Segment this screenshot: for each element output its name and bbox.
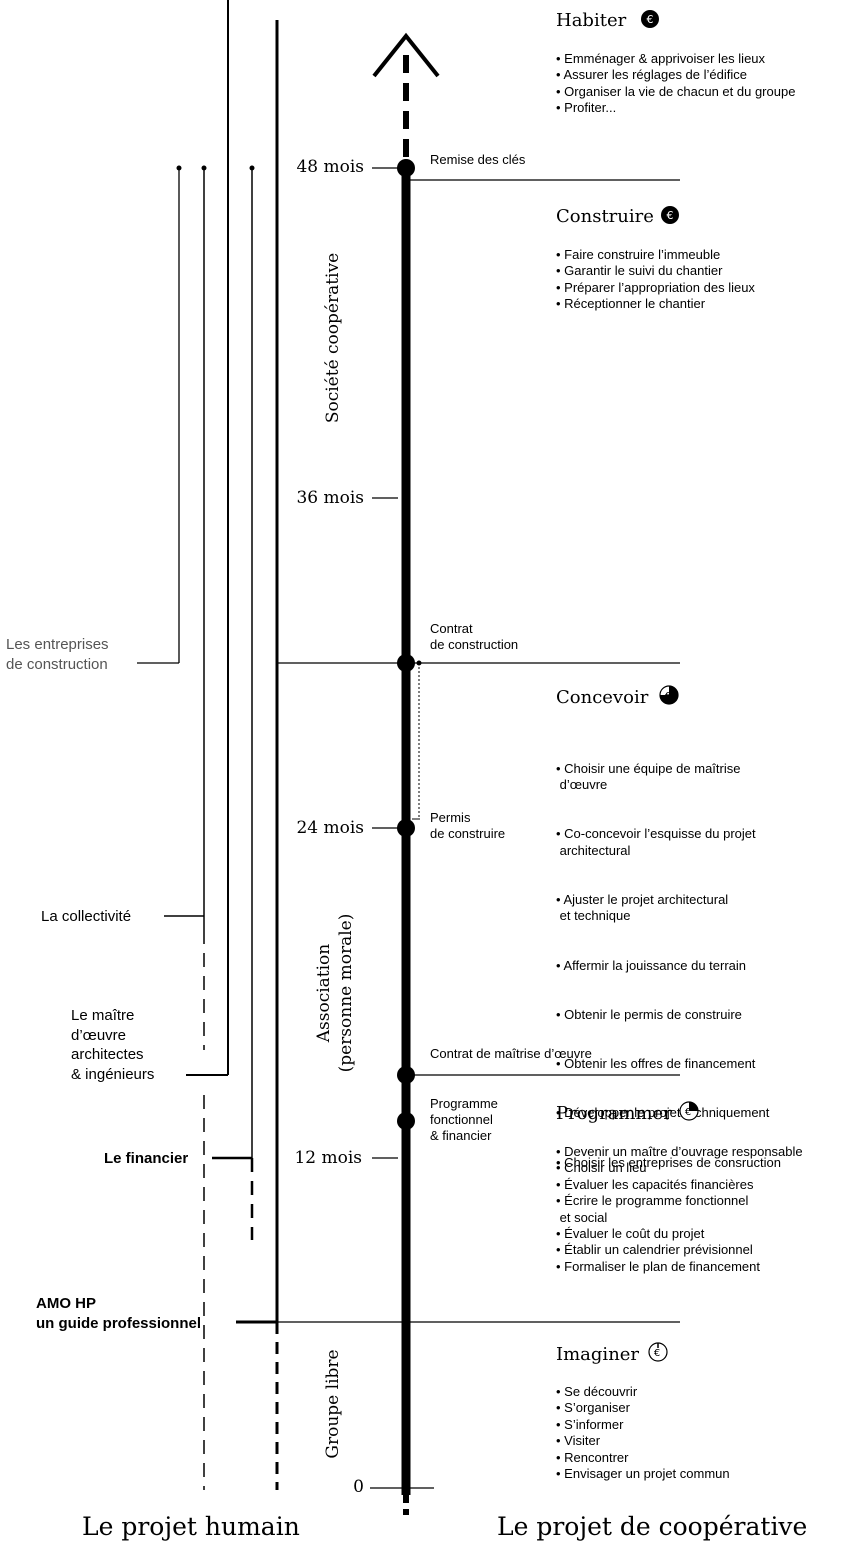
dot-remise [397,159,415,177]
svg-text:€: € [654,1348,660,1359]
actor-amo: AMO HP un guide professionnel [36,1295,202,1332]
milestone-remise: Remise des clés [430,152,526,167]
actor-collectivite: La collectivité [41,908,132,925]
list-item: • Envisager un projet commun [556,1466,730,1482]
phase-list-concevoir: • Choisir une équipe de maîtrise d’œuvre… [556,728,781,1204]
list-item: • Affermir la jouissance du terrain [556,957,747,973]
phase-title-construire: Construire [556,206,654,227]
euro-quarter-icon: € [679,1101,699,1121]
list-item: • Choisir les entreprises de consruction [556,1154,781,1170]
euro-outline-icon: € [648,1342,668,1362]
list-item: • Se découvrir [556,1384,638,1399]
milestone-permis: Permis de construire [430,810,506,841]
svg-text:€: € [647,13,654,26]
phase-list-habiter: • Emménager & apprivoiser les lieux • As… [556,51,795,117]
month-label-48: 48 mois [296,157,364,177]
list-item: • Évaluer les capacités financières [556,1176,754,1192]
euro-three-quarter-icon: € [659,685,679,705]
svg-text:€: € [667,209,674,222]
list-item: • Obtenir le permis de construire [556,1006,742,1022]
list-item: • Développer le projet techniquement [556,1105,770,1121]
actor-maitre-oeuvre: Le maître d’œuvre architectes & ingénieu… [71,1007,155,1083]
legal-form-cooperative: Société coopérative [323,252,343,424]
list-item: • Devenir un maître d’ouvrage responsabl… [556,1144,803,1159]
list-item: • Garantir le suivi du chantier [556,263,723,279]
phase-title-imaginer: Imaginer [556,1344,640,1365]
euro-filled-icon: € [641,10,659,28]
list-item: • Choisir une équipe de maîtrise d’œuvre [556,760,741,793]
month-label-24: 24 mois [296,818,364,838]
list-item: • Assurer les réglages de l’édifice [556,67,747,83]
list-item: • S’organiser [556,1400,630,1416]
milestone-contrat-construction: Contrat de construction [430,621,519,652]
list-item: • Préparer l’appropriation des lieux [556,279,755,295]
phase-title-concevoir: Concevoir [556,687,649,708]
svg-text:€: € [665,691,671,702]
actor-entreprises: Les entreprises de construction [6,636,109,673]
legal-form-groupe: Groupe libre [323,1349,343,1459]
list-item: • Formaliser le plan de financement [556,1258,760,1274]
list-item: • S’informer [556,1416,624,1432]
list-item: • Choisir un lieu [556,1160,647,1176]
list-item: • Profiter... [556,100,617,116]
phase-list-construire: • Faire construire l’immeuble • Garantir… [556,247,755,313]
list-item: • Organiser la vie de chacun et du group… [556,83,796,99]
list-item: • Établir un calendrier prévisionnel [556,1242,753,1258]
list-item: • Emménager & apprivoiser les lieux [556,51,766,66]
euro-filled-icon: € [661,206,679,224]
milestone-contrat-moe: Contrat de maîtrise d’œuvre [430,1046,592,1061]
list-item: • Visiter [556,1433,601,1449]
axis-arrowhead [372,32,440,78]
actor-financier: Le financier [104,1150,189,1167]
month-label-36: 36 mois [296,488,364,508]
phase-list-programmer: • Devenir un maître d’ouvrage responsabl… [556,1144,803,1275]
phase-list-imaginer: • Se découvrir • S’organiser • S’informe… [556,1384,730,1482]
footer-title-left: Le projet humain [82,1512,300,1541]
list-item: • Évaluer le coût du projet [556,1226,705,1242]
milestone-programme: Programme fonctionnel & financier [430,1096,498,1143]
dot-permis [397,819,415,837]
phase-title-programmer: Programmer [556,1103,672,1124]
svg-text:€: € [685,1107,691,1118]
list-item: • Écrire le programme fonctionnel et soc… [556,1193,749,1225]
month-label-12: 12 mois [294,1148,362,1168]
dot-programme [397,1112,415,1130]
list-item: • Obtenir les offres de financement [556,1056,756,1072]
list-item: • Rencontrer [556,1449,629,1465]
list-item: • Co-concevoir l’esquisse du projet arch… [556,826,756,858]
phase-title-habiter: Habiter [556,10,627,31]
month-label-0: 0 [353,1477,364,1497]
list-item: • Faire construire l’immeuble [556,247,721,262]
legal-form-association: Association (personne morale) [314,913,356,1073]
list-item: • Réceptionner le chantier [556,296,706,312]
footer-title-right: Le projet de coopérative [497,1512,808,1541]
list-item: • Ajuster le projet architectural et tec… [556,892,729,924]
